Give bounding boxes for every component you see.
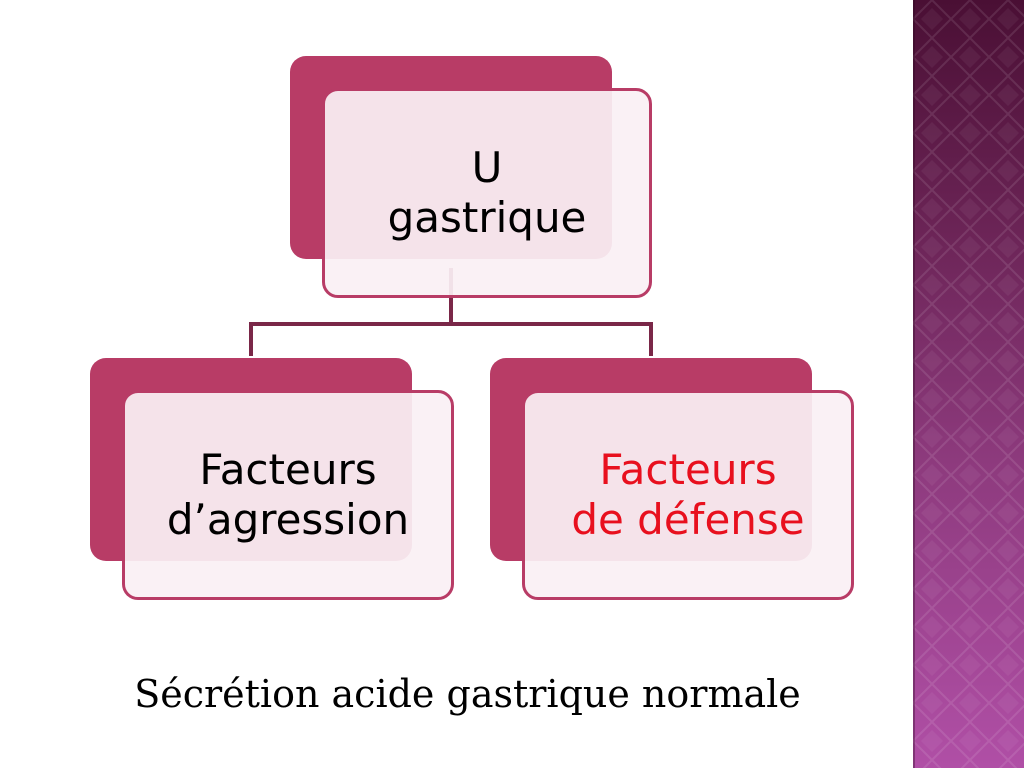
root-node-label: U gastrique	[388, 143, 587, 243]
connector-horizontal	[249, 322, 653, 326]
root-node-line-2: gastrique	[387, 193, 587, 242]
right-node-label: Facteurs de défense	[571, 445, 804, 545]
diamond-pattern	[913, 0, 1024, 768]
node-facteurs-defense: Facteurs de défense	[522, 390, 854, 600]
connector-right-down	[649, 322, 653, 356]
left-node-line-2: d’agression	[166, 495, 410, 544]
node-facteurs-agression: Facteurs d’agression	[122, 390, 454, 600]
slide-caption: Sécrétion acide gastrique normale	[134, 672, 801, 716]
right-node-line-2: de défense	[571, 495, 805, 544]
connector-left-down	[249, 322, 253, 356]
side-band-edge	[913, 0, 915, 768]
left-node-line-1: Facteurs	[199, 445, 377, 494]
root-node: U gastrique	[322, 88, 652, 298]
left-node-label: Facteurs d’agression	[167, 445, 409, 545]
right-node-line-1: Facteurs	[599, 445, 777, 494]
root-node-line-1: U	[471, 143, 503, 192]
decorative-side-band	[913, 0, 1024, 768]
